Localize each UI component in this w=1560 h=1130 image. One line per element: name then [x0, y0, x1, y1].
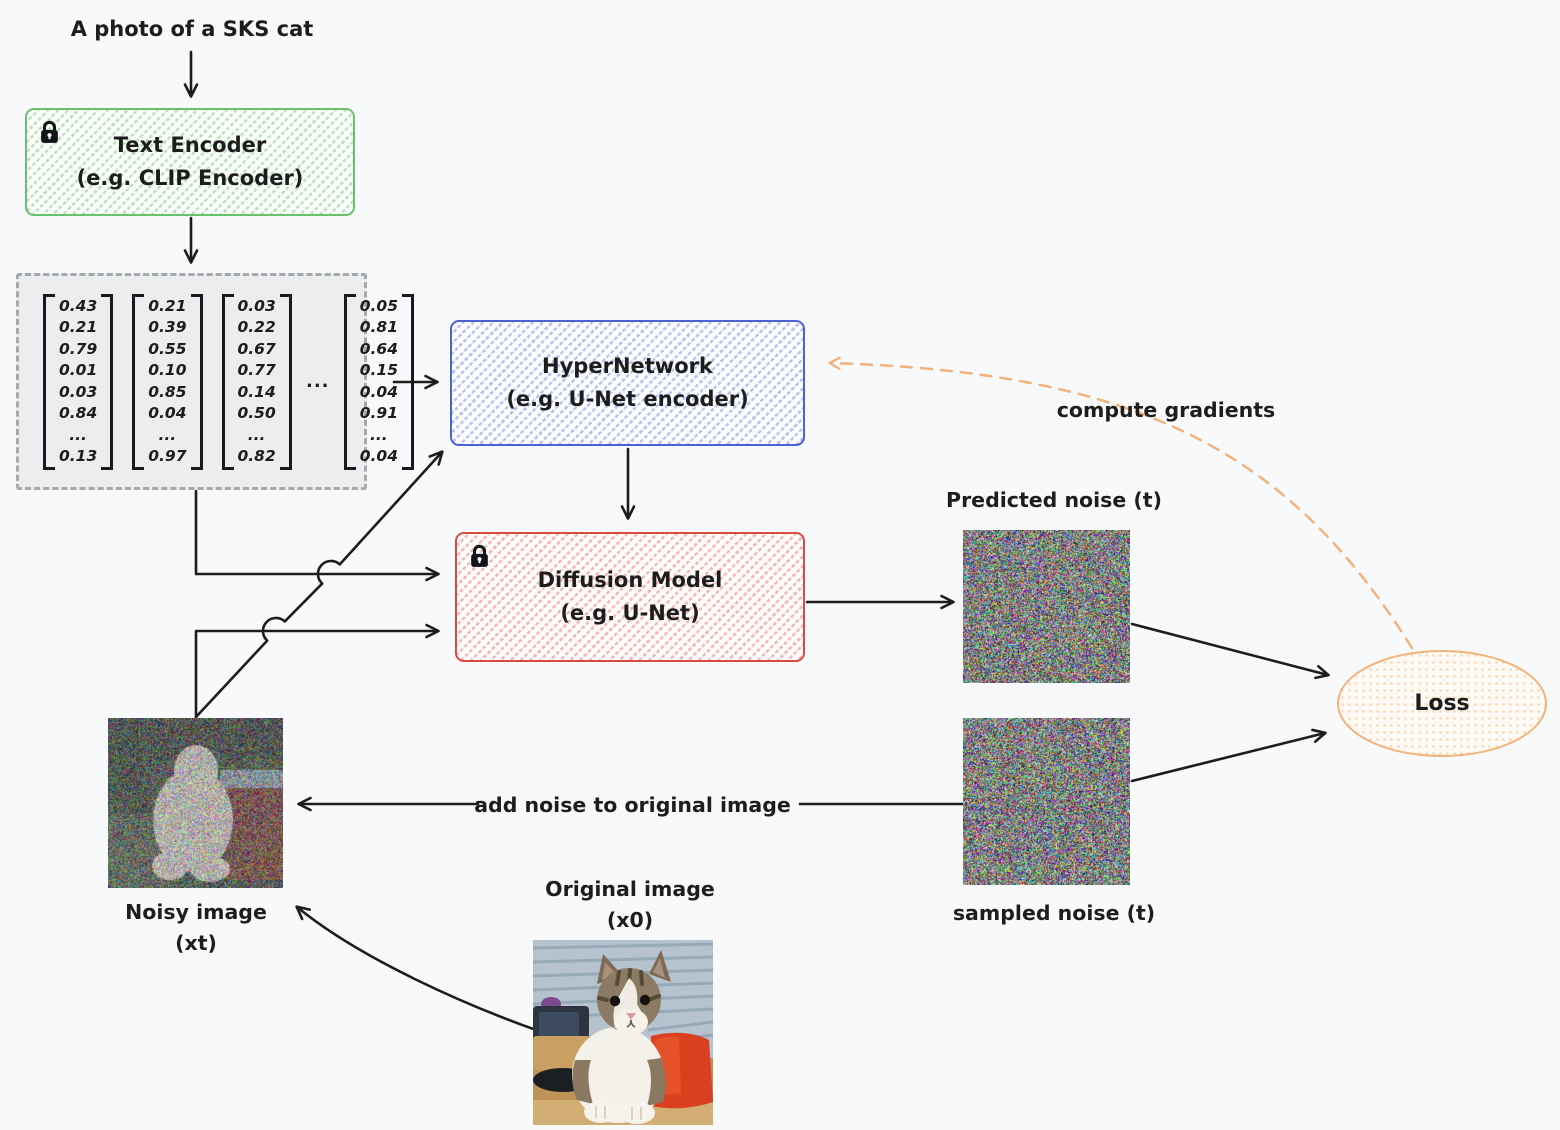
lock-icon: [39, 120, 60, 145]
sampled-noise-image: [963, 718, 1130, 885]
bracket-right: [191, 294, 203, 470]
lock-icon: [469, 544, 490, 569]
connector-noisy-image-to-hypernetwork: [196, 452, 442, 717]
arrow-predicted-noise-to-loss: [1132, 624, 1328, 675]
prompt-text: A photo of a SKS cat: [58, 14, 326, 46]
embedding-vector: 0.050.810.640.150.040.91...0.04: [344, 294, 414, 470]
loss-node: Loss: [1337, 650, 1547, 757]
original-image-label-line1: Original image: [530, 874, 730, 905]
embedding-vector: 0.210.390.550.100.850.04...0.97: [132, 294, 202, 470]
embedding-vector: 0.030.220.670.770.140.50...0.82: [222, 294, 292, 470]
embedding-vector: 0.430.210.790.010.030.84...0.13: [43, 294, 113, 470]
original-image-label-line2: (x0): [530, 905, 730, 936]
arrow-sampled-noise-to-loss: [1132, 733, 1325, 781]
text-encoder-title: Text Encoder: [114, 129, 266, 162]
bracket-left: [222, 294, 234, 470]
add-noise-label: add noise to original image: [470, 790, 795, 821]
original-image: [533, 940, 713, 1125]
noisy-image-label: Noisy image (xt): [96, 897, 296, 959]
connector-embeddings-to-diffusion: [196, 491, 438, 574]
original-image-label: Original image (x0): [530, 874, 730, 936]
hypernetwork-box: HyperNetwork (e.g. U-Net encoder): [450, 320, 805, 446]
sampled-noise-label: sampled noise (t): [929, 898, 1179, 929]
text-encoder-subtitle: (e.g. CLIP Encoder): [77, 162, 304, 195]
noisy-image-label-line1: Noisy image: [96, 897, 296, 928]
embedding-vectors: 0.430.210.790.010.030.84...0.13 0.210.39…: [43, 294, 414, 470]
bracket-left: [43, 294, 55, 470]
connector-noisy-image-to-diffusion: [196, 631, 438, 717]
diffusion-title: Diffusion Model: [538, 564, 723, 597]
compute-gradients-label: compute gradients: [1038, 395, 1294, 426]
diffusion-subtitle: (e.g. U-Net): [560, 597, 699, 630]
bracket-right: [101, 294, 113, 470]
embeddings-panel: 0.430.210.790.010.030.84...0.13 0.210.39…: [16, 273, 367, 490]
hypernetwork-subtitle: (e.g. U-Net encoder): [506, 383, 748, 416]
noisy-image: [108, 718, 283, 888]
predicted-noise-label: Predicted noise (t): [929, 485, 1179, 516]
vectors-ellipsis: ...: [292, 371, 344, 392]
loss-label: Loss: [1414, 691, 1469, 716]
predicted-noise-image: [963, 530, 1130, 683]
diffusion-model-box: Diffusion Model (e.g. U-Net): [455, 532, 805, 662]
bracket-left: [344, 294, 356, 470]
bracket-left: [132, 294, 144, 470]
text-encoder-box: Text Encoder (e.g. CLIP Encoder): [25, 108, 355, 216]
noisy-image-label-line2: (xt): [96, 928, 296, 959]
bracket-right: [280, 294, 292, 470]
arrow-original-to-noisy: [297, 907, 539, 1031]
hypernetwork-title: HyperNetwork: [542, 350, 713, 383]
bracket-right: [402, 294, 414, 470]
